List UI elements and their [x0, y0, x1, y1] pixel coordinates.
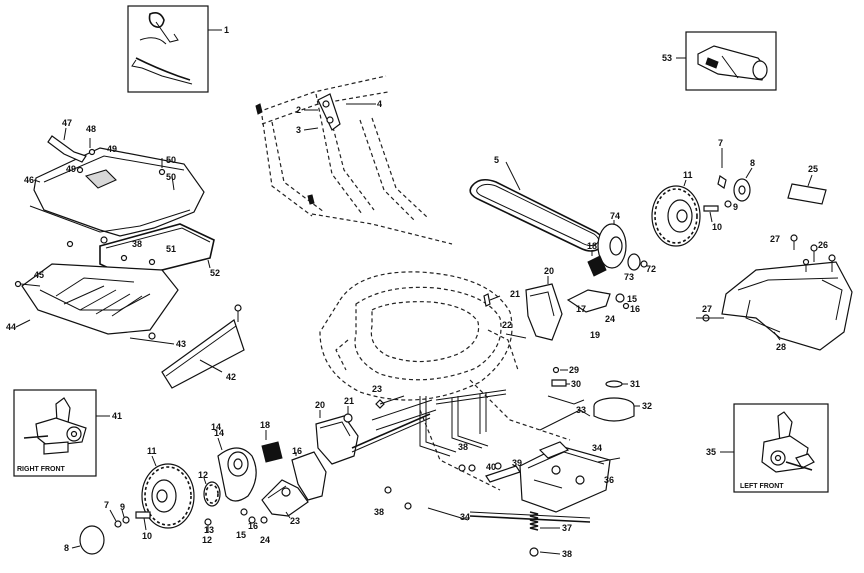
callout-7-top: 7 [718, 138, 723, 148]
callout-43: 43 [176, 339, 186, 349]
callout-12-gear: 12 [198, 470, 208, 480]
callout-38-bag: 38 [132, 239, 142, 249]
callout-29: 29 [569, 365, 579, 375]
callout-24-top: 24 [605, 314, 615, 324]
callout-10-top: 10 [712, 222, 722, 232]
callout-73: 73 [624, 272, 634, 282]
callout-38-left: 38 [374, 507, 384, 517]
callout-34-bottom: 34 [460, 512, 470, 522]
callout-11-bottom: 11 [147, 446, 157, 456]
callout-26: 26 [818, 240, 828, 250]
callout-27-top: 27 [770, 234, 780, 244]
callout-1: 1 [224, 25, 229, 35]
callout-3: 3 [296, 125, 301, 135]
callout-21-top: 21 [510, 289, 520, 299]
callout-35: 35 [706, 447, 716, 457]
callout-32: 32 [642, 401, 652, 411]
callout-12-bottom: 12 [202, 535, 212, 545]
callout-38-bottom: 38 [562, 549, 572, 559]
callout-47: 47 [62, 118, 72, 128]
callout-16-bottom: 16 [248, 521, 258, 531]
rear-shield-assembly: 25 28 27 26 27 [696, 164, 853, 352]
inset-box-part-53: 53 [662, 31, 777, 91]
callout-20-bottom: 20 [315, 400, 325, 410]
callout-49-b: 49 [66, 164, 76, 174]
callout-7-bottom: 7 [104, 500, 109, 510]
callout-20-top: 20 [544, 266, 554, 276]
callout-5: 5 [494, 155, 499, 165]
callout-22: 22 [502, 320, 512, 330]
handle-assembly-dashed: 4 2 3 [255, 75, 453, 245]
callout-2: 2 [296, 105, 301, 115]
callout-15-bottom: 15 [236, 530, 246, 540]
rear-right-wheel: 11 7 8 9 10 [651, 138, 755, 247]
callout-39: 39 [512, 458, 522, 468]
inset-label-left-front: LEFT FRONT [740, 483, 784, 490]
callout-11-top: 11 [683, 170, 693, 180]
callout-8-top: 8 [750, 158, 755, 168]
callout-72: 72 [646, 264, 656, 274]
callout-42: 42 [226, 372, 236, 382]
callout-49-c: 50 [166, 155, 176, 165]
callout-52: 52 [210, 268, 220, 278]
callout-10-bottom: 10 [142, 531, 152, 541]
mower-deck-dashed [319, 271, 571, 491]
callout-4: 4 [377, 99, 382, 109]
callout-17-top: 17 [576, 304, 586, 314]
callout-74: 74 [610, 211, 620, 221]
callout-16-top: 16 [630, 304, 640, 314]
callout-45: 45 [34, 270, 44, 280]
callout-15-top: 15 [627, 294, 637, 304]
rear-drive-gear-assembly: 74 18 72 73 15 16 24 17 19 20 21 22 [483, 211, 656, 341]
grass-bag-assembly: 47 48 49 49 46 50 50 38 51 52 45 [6, 118, 245, 389]
callout-40: 40 [486, 462, 496, 472]
callout-50: 50 [166, 172, 176, 182]
callout-44: 44 [6, 322, 16, 332]
callout-28: 28 [776, 342, 786, 352]
callout-33: 33 [576, 405, 586, 415]
callout-38-mid: 38 [458, 442, 468, 452]
callout-8-bottom: 8 [64, 543, 69, 553]
callout-51: 51 [166, 244, 176, 254]
callout-30: 30 [571, 379, 581, 389]
callout-24-bottom: 24 [260, 535, 270, 545]
callout-41: 41 [112, 411, 122, 421]
callout-34-right: 34 [592, 443, 602, 453]
callout-37: 37 [562, 523, 572, 533]
callout-9-bottom: 9 [120, 502, 125, 512]
callout-48: 48 [86, 124, 96, 134]
callout-18-bottom: 18 [260, 420, 270, 430]
inset-left-front: 35 LEFT FRONT [706, 403, 829, 493]
inset-label-right-front: RIGHT FRONT [17, 466, 66, 473]
callout-9-top: 9 [733, 202, 738, 212]
callout-25: 25 [808, 164, 818, 174]
callout-46: 46 [24, 175, 34, 185]
callout-22-bolt: 23 [372, 384, 382, 394]
callout-36: 36 [604, 475, 614, 485]
callout-19: 19 [590, 330, 600, 340]
callout-53: 53 [662, 53, 672, 63]
inset-right-front: 41 RIGHT FRONT [13, 389, 122, 477]
drive-belt: 5 [469, 155, 604, 252]
callout-16-bracket: 16 [292, 446, 302, 456]
callout-49-a: 49 [107, 144, 117, 154]
callout-13: 13 [204, 525, 214, 535]
callout-14-bottom: 14 [214, 428, 224, 438]
callout-31: 31 [630, 379, 640, 389]
callout-14-cover: 14 [211, 422, 221, 432]
callout-21-bottom: 21 [344, 396, 354, 406]
front-wheel-assembly: 11 8 7 9 10 12 12 13 14 18 [64, 396, 431, 555]
callout-18-top: 18 [587, 241, 597, 251]
callout-27-side: 27 [702, 304, 712, 314]
callout-23-bottom: 23 [290, 516, 300, 526]
inset-box-part-1: 1 [127, 5, 229, 93]
transmission-assembly: 34 34 36 37 38 29 30 31 32 33 [371, 365, 652, 559]
